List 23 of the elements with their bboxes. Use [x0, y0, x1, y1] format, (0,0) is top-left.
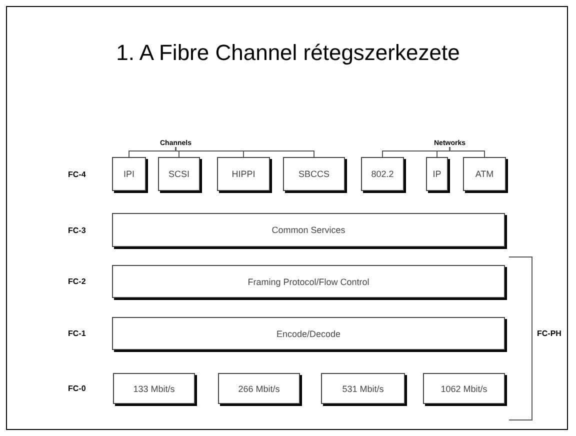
protocol-box: IPI: [112, 157, 146, 191]
protocol-box: 802.2: [361, 157, 404, 191]
protocol-box: HIPPI: [217, 157, 270, 191]
layer-label: FC-0: [68, 384, 86, 393]
protocol-box: SCSI: [158, 157, 200, 191]
bracket-label: FC-PH: [537, 329, 562, 338]
speed-box: 266 Mbit/s: [218, 373, 300, 404]
speed-box: 133 Mbit/s: [113, 373, 195, 404]
layer-label: FC-2: [68, 277, 86, 286]
connector-line: [175, 146, 314, 158]
title: 1. A Fibre Channel rétegszerkezete: [115, 40, 461, 66]
layer-label: FC-3: [68, 226, 86, 235]
speed-box: 531 Mbit/s: [321, 373, 405, 404]
layer-box: Framing Protocol/Flow Control: [112, 265, 505, 298]
layer-label: FC-1: [68, 329, 86, 338]
protocol-box: SBCCS: [283, 157, 345, 191]
protocol-box: ATM: [463, 157, 506, 191]
protocol-box: IP: [426, 157, 448, 191]
speed-box: 1062 Mbit/s: [423, 373, 505, 404]
layer-box: Common Services: [112, 213, 505, 247]
layer-label: FC-4: [68, 170, 86, 179]
connector-line: [449, 146, 485, 158]
layer-box: Encode/Decode: [112, 317, 505, 350]
